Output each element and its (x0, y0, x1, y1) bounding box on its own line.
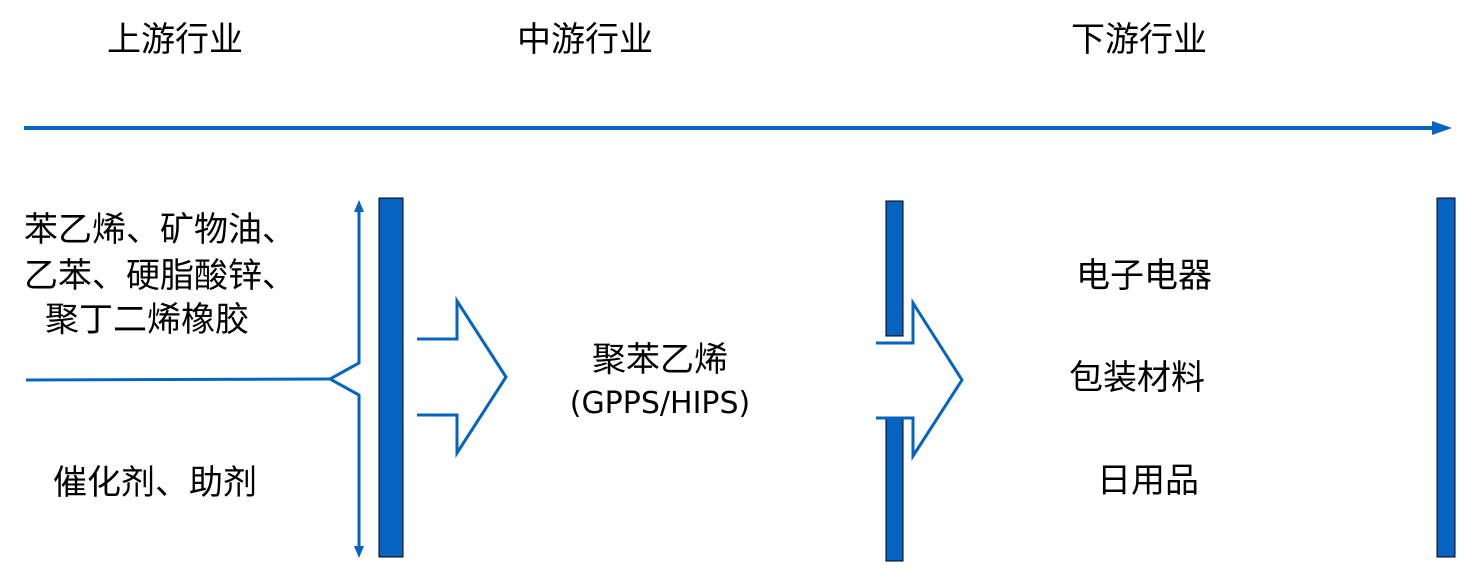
upstream-to-midstream-arrow (417, 295, 508, 459)
application-item: 日用品 (1097, 461, 1199, 501)
bracket-top-arrowhead (354, 200, 364, 212)
upstream-divider-bar (378, 197, 404, 558)
header-midstream: 中游行业 (517, 20, 653, 60)
flow-direction-arrow (24, 121, 1452, 135)
raw-materials-line-1: 苯乙烯、矿物油、 (24, 210, 296, 250)
bracket-bottom-arrowhead (354, 546, 364, 558)
header-downstream: 下游行业 (1071, 20, 1207, 60)
application-item: 电子电器 (1076, 256, 1212, 296)
upstream-additives: 催化剂、助剂 (53, 463, 257, 503)
upstream-bracket (25, 208, 361, 550)
midstream-product-types: (GPPS/HIPS) (569, 386, 751, 421)
midstream-divider-bar-bottom (885, 417, 904, 562)
midstream-to-downstream-arrow (876, 297, 964, 462)
header-upstream: 上游行业 (107, 20, 243, 60)
raw-materials-line-3: 聚丁二烯橡胶 (45, 300, 249, 340)
raw-materials-line-2: 乙苯、硬脂酸锌、 (24, 256, 296, 296)
downstream-divider-bar (1436, 197, 1456, 558)
midstream-divider-bar-top (885, 200, 904, 337)
midstream-product: 聚苯乙烯 (592, 340, 728, 380)
application-item: 包装材料 (1069, 358, 1205, 398)
